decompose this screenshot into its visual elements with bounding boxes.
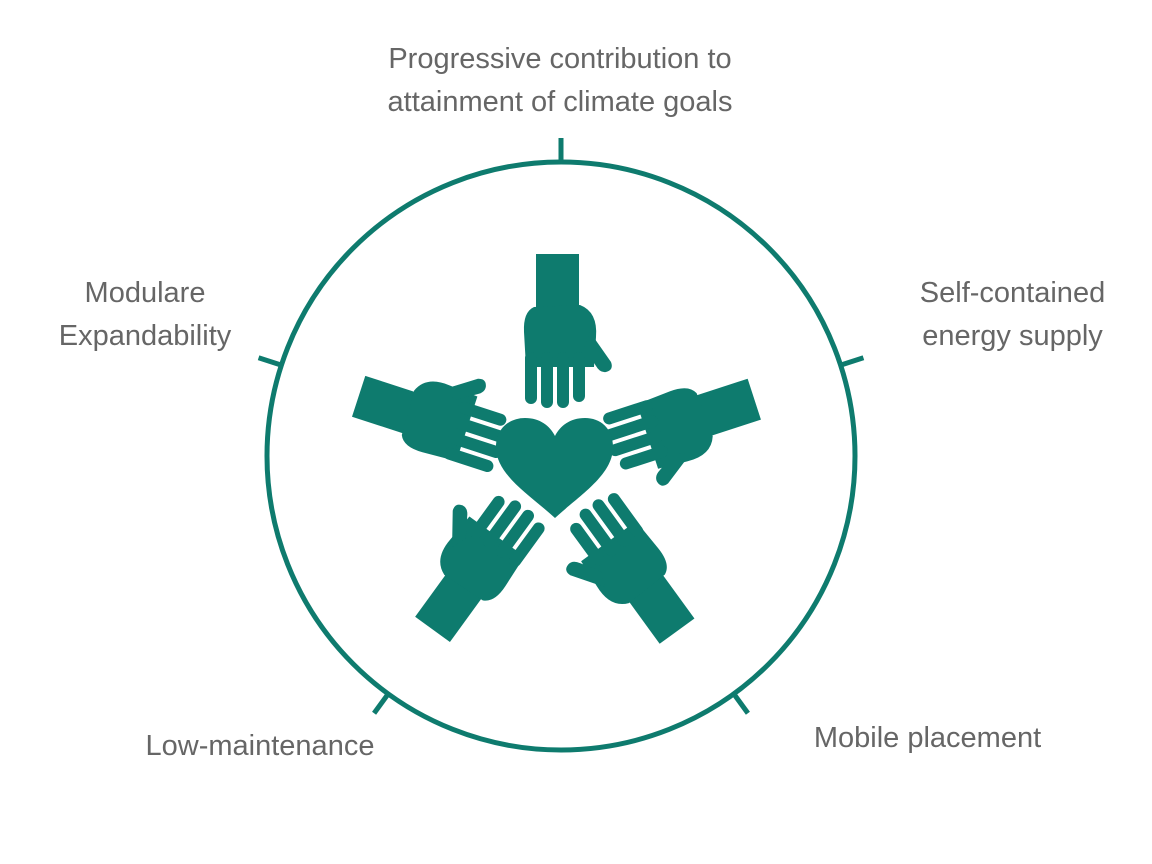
hand-icon [351,375,508,472]
label-line: Progressive contribution to [388,43,732,75]
tick-mark [837,355,865,369]
label-line: Expandability [58,320,232,352]
label-low-maintenance: Low-maintenance [120,725,400,768]
label-climate-goals: Progressive contribution to attainment o… [330,38,790,124]
hand-icon [415,495,545,643]
tick-mark [257,355,285,369]
label-line: Low-maintenance [145,730,375,762]
label-line: attainment of climate goals [387,86,733,118]
tick-mark [730,690,750,715]
label-line: energy supply [922,320,1103,352]
hand-icon [566,493,695,644]
hand-icon [603,378,761,486]
label-line: Modulare [84,277,206,309]
label-line: Self-contained [919,277,1106,309]
hands-group [351,254,761,644]
hand-icon [523,254,612,408]
label-line: Mobile placement [813,722,1042,754]
tick-marks [257,138,865,715]
tick-mark [372,690,392,715]
heart-icon [496,418,613,518]
label-mobile-placement: Mobile placement [790,717,1065,760]
label-energy-supply: Self-contained energy supply [890,272,1135,358]
label-modular-expandability: Modulare Expandability [30,272,260,358]
